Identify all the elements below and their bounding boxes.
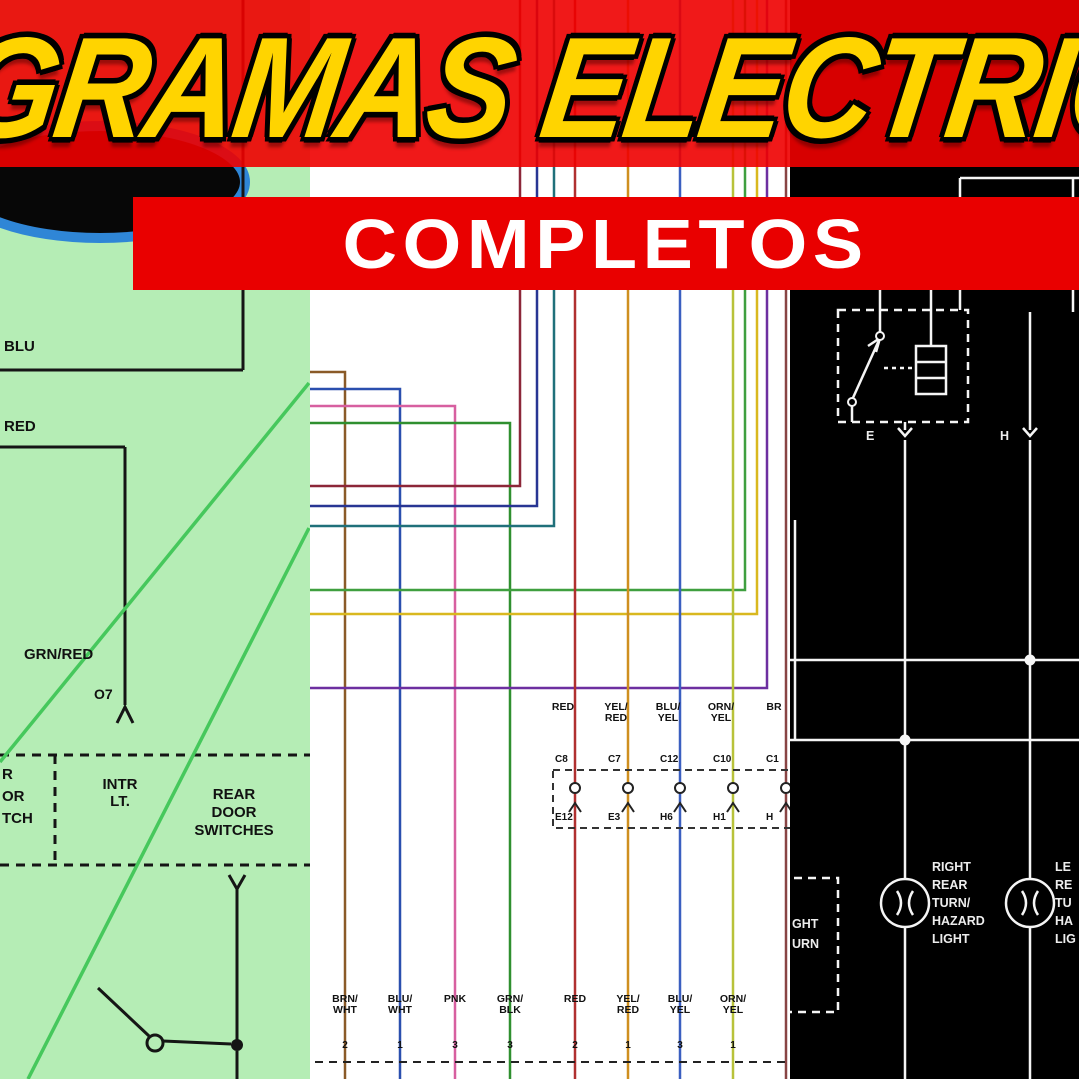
label-left-rear-turn-hazard-light: LE RE TU HA LIG bbox=[1055, 860, 1076, 946]
wire-label: GRN/ BLK bbox=[496, 993, 524, 1016]
connector-pin-label: C12 bbox=[660, 754, 679, 765]
connector-label-h: H bbox=[1000, 429, 1010, 443]
lamp-icon-left-rear bbox=[1004, 877, 1056, 929]
wire-label: BLU/ YEL bbox=[655, 701, 681, 724]
wire-label: ORN/ YEL bbox=[707, 701, 735, 724]
connector-pin-label: C7 bbox=[608, 754, 621, 765]
wire-label: ORN/ YEL bbox=[719, 993, 747, 1016]
pin-number: 3 bbox=[677, 1040, 683, 1051]
connector-pin-label: H1 bbox=[713, 812, 726, 823]
label-cutoff-switch: R OR TCH bbox=[2, 766, 33, 827]
wire-label: BRN/ WHT bbox=[332, 993, 358, 1016]
pin-number: 1 bbox=[397, 1040, 403, 1051]
connector-pin-label: E12 bbox=[555, 812, 573, 823]
pin-number: 1 bbox=[625, 1040, 631, 1051]
subtitle-text: COMPLETOS bbox=[342, 204, 870, 283]
wire-label: RED bbox=[563, 993, 587, 1005]
pin-number: 1 bbox=[730, 1040, 736, 1051]
connector-label-o7: O7 bbox=[94, 686, 113, 702]
connector-pin-label: E3 bbox=[608, 812, 621, 823]
connector-pin-label: C10 bbox=[713, 754, 732, 765]
wire-label-blu: BLU bbox=[4, 338, 35, 355]
wire-label-grn-red: GRN/RED bbox=[24, 646, 94, 663]
wire-label: YEL/ RED bbox=[604, 701, 628, 724]
wire-label: PNK bbox=[443, 993, 467, 1005]
wire-label: BR bbox=[766, 701, 782, 713]
pin-number: 2 bbox=[572, 1040, 578, 1051]
wire-label: RED bbox=[551, 701, 575, 713]
label-intr-lt: INTR LT. bbox=[102, 776, 138, 810]
wire-label: BLU/ YEL bbox=[667, 993, 693, 1016]
wire-label-red: RED bbox=[4, 418, 36, 435]
connector-pin-label: C8 bbox=[555, 754, 568, 765]
middle-diagram bbox=[310, 0, 790, 1079]
lamp-icon-right-rear bbox=[879, 877, 931, 929]
pin-number: 3 bbox=[507, 1040, 513, 1051]
connector-label-e: E bbox=[866, 429, 875, 443]
connector-pin-label: C1 bbox=[766, 754, 779, 765]
label-right-turn: GHT URN bbox=[792, 917, 820, 951]
connector-pin-label: H6 bbox=[660, 812, 673, 823]
label-rear-door-switches: REAR DOOR SWITCHES bbox=[194, 786, 274, 839]
title-banner: GRAMAS ELECTRIC bbox=[0, 0, 1079, 167]
pin-number: 2 bbox=[342, 1040, 348, 1051]
title-text: GRAMAS ELECTRIC bbox=[0, 8, 1079, 167]
connector-pin-label: H bbox=[766, 812, 774, 823]
relay-box bbox=[836, 308, 970, 424]
wire-label: BLU/ WHT bbox=[387, 993, 413, 1016]
subtitle-banner: COMPLETOS bbox=[133, 197, 1079, 290]
connector-block bbox=[552, 769, 790, 829]
pin-number: 3 bbox=[452, 1040, 458, 1051]
wire-label: YEL/ RED bbox=[616, 993, 640, 1016]
label-right-rear-turn-hazard-light: RIGHT REAR TURN/ HAZARD LIGHT bbox=[932, 860, 985, 946]
